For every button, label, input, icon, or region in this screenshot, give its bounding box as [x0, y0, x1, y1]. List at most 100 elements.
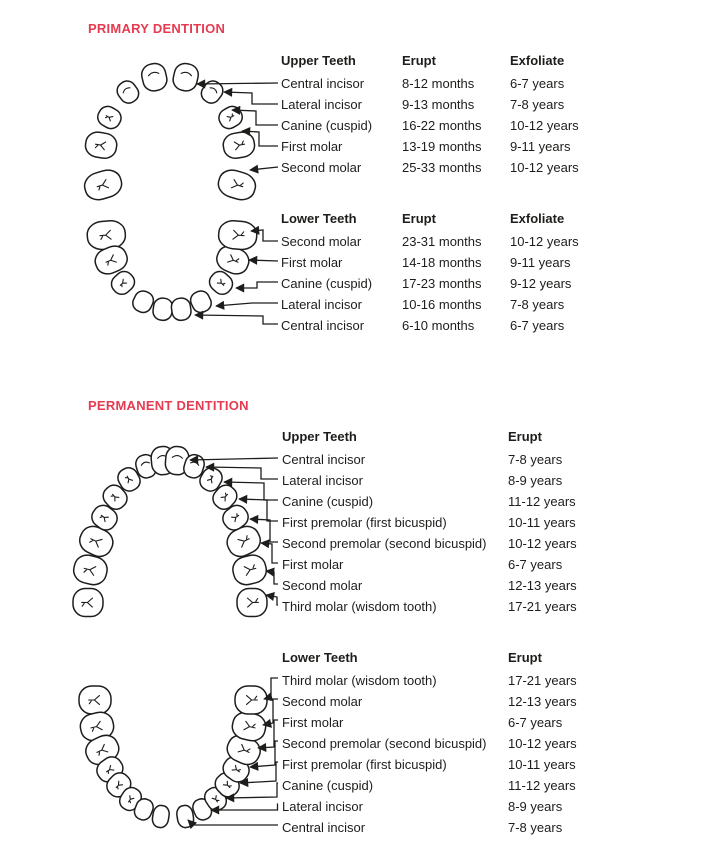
erupt-cell: 7-8 years	[508, 451, 563, 467]
tooth-icon	[231, 711, 267, 742]
tooth-icon	[133, 798, 154, 821]
tooth-name-cell: Second molar	[281, 159, 362, 175]
column-header: Erupt	[508, 649, 542, 665]
tooth-icon	[83, 169, 123, 201]
leader-arrow	[239, 761, 278, 788]
table-row: Second premolar (second bicuspid) 10-12 y…	[282, 533, 603, 554]
exfoliate-cell: 6-7 years	[510, 317, 565, 333]
leader-arrow	[235, 281, 278, 293]
erupt-cell: 17-23 months	[402, 275, 482, 291]
erupt-cell: 7-8 years	[508, 819, 563, 835]
tooth-icon	[226, 525, 262, 558]
tooth-icon	[218, 105, 243, 130]
leader-arrow	[223, 87, 278, 105]
leader-arrow	[231, 105, 278, 126]
erupt-cell: 10-11 years	[508, 514, 576, 530]
exfoliate-cell: 7-8 years	[510, 96, 565, 112]
primary-upper-table: Upper Teeth Erupt Exfoliate Central inciso…	[281, 50, 600, 178]
exfoliate-cell: 9-11 years	[510, 138, 571, 154]
leader-arrow	[194, 310, 278, 325]
table-row: Second premolar (second bicuspid)10-12 y…	[282, 733, 603, 754]
leader-arrow	[223, 477, 278, 501]
table-row: Canine (cuspid)11-12 years	[282, 491, 603, 512]
erupt-cell: 8-9 years	[508, 472, 563, 488]
exfoliate-cell: 9-11 years	[510, 254, 571, 270]
column-header: Upper Teeth	[281, 52, 356, 68]
column-header: Exfoliate	[510, 52, 565, 68]
tooth-icon	[117, 467, 141, 492]
tooth-icon	[232, 554, 268, 586]
leader-arrow	[241, 126, 278, 147]
tooth-icon	[172, 62, 200, 92]
table-header-row: Lower Teeth Erupt	[282, 647, 603, 668]
tooth-icon	[94, 245, 128, 275]
leader-arrow	[210, 803, 279, 815]
tooth-icon	[170, 297, 192, 322]
tooth-name-cell: First molar	[282, 714, 344, 730]
tooth-name-cell: Second premolar (second bicuspid)	[282, 735, 487, 751]
leader-arrow	[249, 740, 278, 771]
erupt-cell: 6-10 months	[402, 317, 475, 333]
tooth-icon	[97, 105, 122, 130]
tooth-name-cell: Third molar (wisdom tooth)	[282, 598, 437, 614]
exfoliate-cell: 10-12 years	[510, 159, 579, 175]
column-header: Lower Teeth	[282, 649, 358, 665]
tooth-name-cell: Second molar	[282, 577, 363, 593]
erupt-cell: 16-22 months	[402, 117, 482, 133]
tooth-icon	[217, 220, 258, 251]
leader-arrow	[249, 164, 279, 174]
leader-arrow	[248, 255, 279, 265]
column-header: Erupt	[402, 52, 436, 68]
tooth-name-cell: Second premolar (second bicuspid)	[282, 535, 487, 551]
erupt-cell: 23-31 months	[402, 233, 482, 249]
erupt-cell: 10-12 years	[508, 535, 577, 551]
leader-arrow	[263, 677, 278, 702]
leader-arrow	[238, 494, 278, 522]
tooth-name-cell: First molar	[282, 556, 344, 572]
tooth-name-cell: Central incisor	[281, 75, 365, 91]
leader-arrow	[249, 514, 278, 543]
erupt-cell: 13-19 months	[402, 138, 482, 154]
tooth-icon	[217, 169, 257, 201]
leader-arrow	[262, 698, 278, 728]
erupt-cell: 12-13 years	[508, 577, 577, 593]
exfoliate-cell: 10-12 years	[510, 117, 579, 133]
exfoliate-cell: 10-12 years	[510, 233, 579, 249]
tooth-name-cell: Third molar (wisdom tooth)	[282, 672, 437, 688]
erupt-cell: 11-12 years	[508, 777, 576, 793]
tooth-icon	[110, 270, 136, 296]
leader-arrow	[196, 79, 279, 89]
erupt-cell: 14-18 months	[402, 254, 482, 270]
tooth-name-cell: Canine (cuspid)	[282, 493, 374, 509]
primary-dentition-title: PRIMARY DENTITION	[88, 21, 226, 36]
column-header: Erupt	[402, 210, 436, 226]
tooth-icon	[78, 525, 114, 558]
tooth-icon	[189, 290, 212, 314]
table-row: Canine (cuspid) 16-22 months 10-12 years	[281, 115, 600, 136]
leader-arrow	[225, 782, 278, 803]
tooth-name-cell: Lateral incisor	[282, 798, 363, 814]
tooth-icon	[132, 290, 155, 314]
tooth-icon	[116, 80, 140, 104]
permanent-upper-arch-diagram	[72, 445, 279, 618]
tooth-name-cell: Central incisor	[281, 317, 365, 333]
tooth-name-cell: Canine (cuspid)	[281, 117, 373, 133]
tooth-name-cell: Lateral incisor	[282, 472, 363, 488]
tooth-name-cell: First molar	[281, 138, 343, 154]
leader-arrow	[189, 455, 279, 465]
tooth-icon	[140, 62, 168, 92]
tooth-name-cell: Central incisor	[282, 819, 366, 835]
tooth-icon	[234, 685, 268, 715]
primary-lower-arch-diagram	[86, 220, 279, 325]
erupt-cell: 8-9 years	[508, 798, 563, 814]
permanent-lower-arch-diagram	[78, 677, 279, 830]
